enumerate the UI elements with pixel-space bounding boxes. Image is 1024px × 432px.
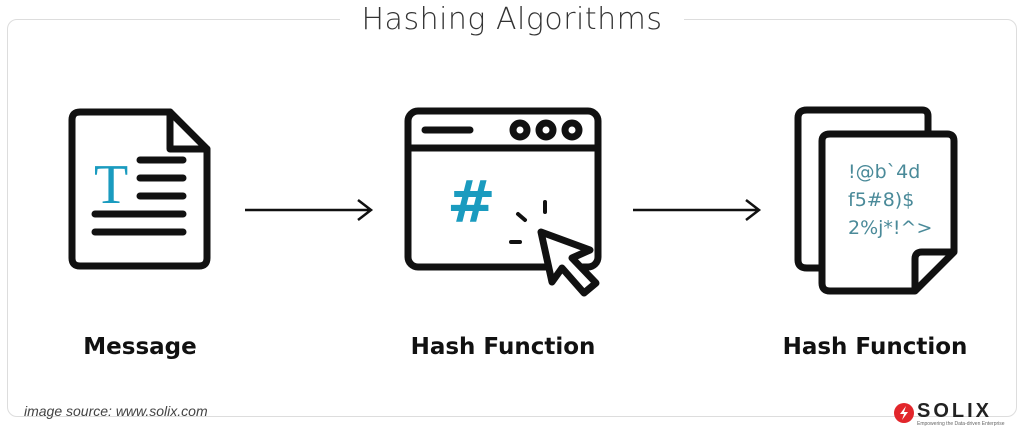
step-label-hash-function: Hash Function — [410, 334, 596, 360]
document-text-icon: T — [68, 108, 211, 270]
hash-line: 2%j*!^> — [848, 217, 932, 239]
hash-line: f5#8)$ — [848, 189, 914, 211]
hash-line: !@b`4d — [848, 161, 920, 183]
arrow-1 — [245, 199, 374, 221]
bolt-icon — [894, 403, 914, 423]
diagram-title: Hashing Algorithms — [340, 2, 684, 37]
hashed-documents-icon: !@b`4d f5#8)$ 2%j*!^> — [794, 106, 958, 295]
document-glyph: T — [94, 154, 128, 216]
image-source: image source: www.solix.com — [24, 403, 208, 419]
browser-hash-icon: # — [404, 107, 602, 297]
step-label-hash-output: Hash Function — [782, 334, 968, 360]
logo-text: SOLIX — [917, 400, 993, 422]
hash-glyph: # — [447, 168, 496, 236]
arrow-2 — [633, 199, 762, 221]
step-label-message: Message — [83, 334, 197, 360]
logo-tagline: Empowering the Data-driven Enterprise — [917, 421, 1005, 427]
